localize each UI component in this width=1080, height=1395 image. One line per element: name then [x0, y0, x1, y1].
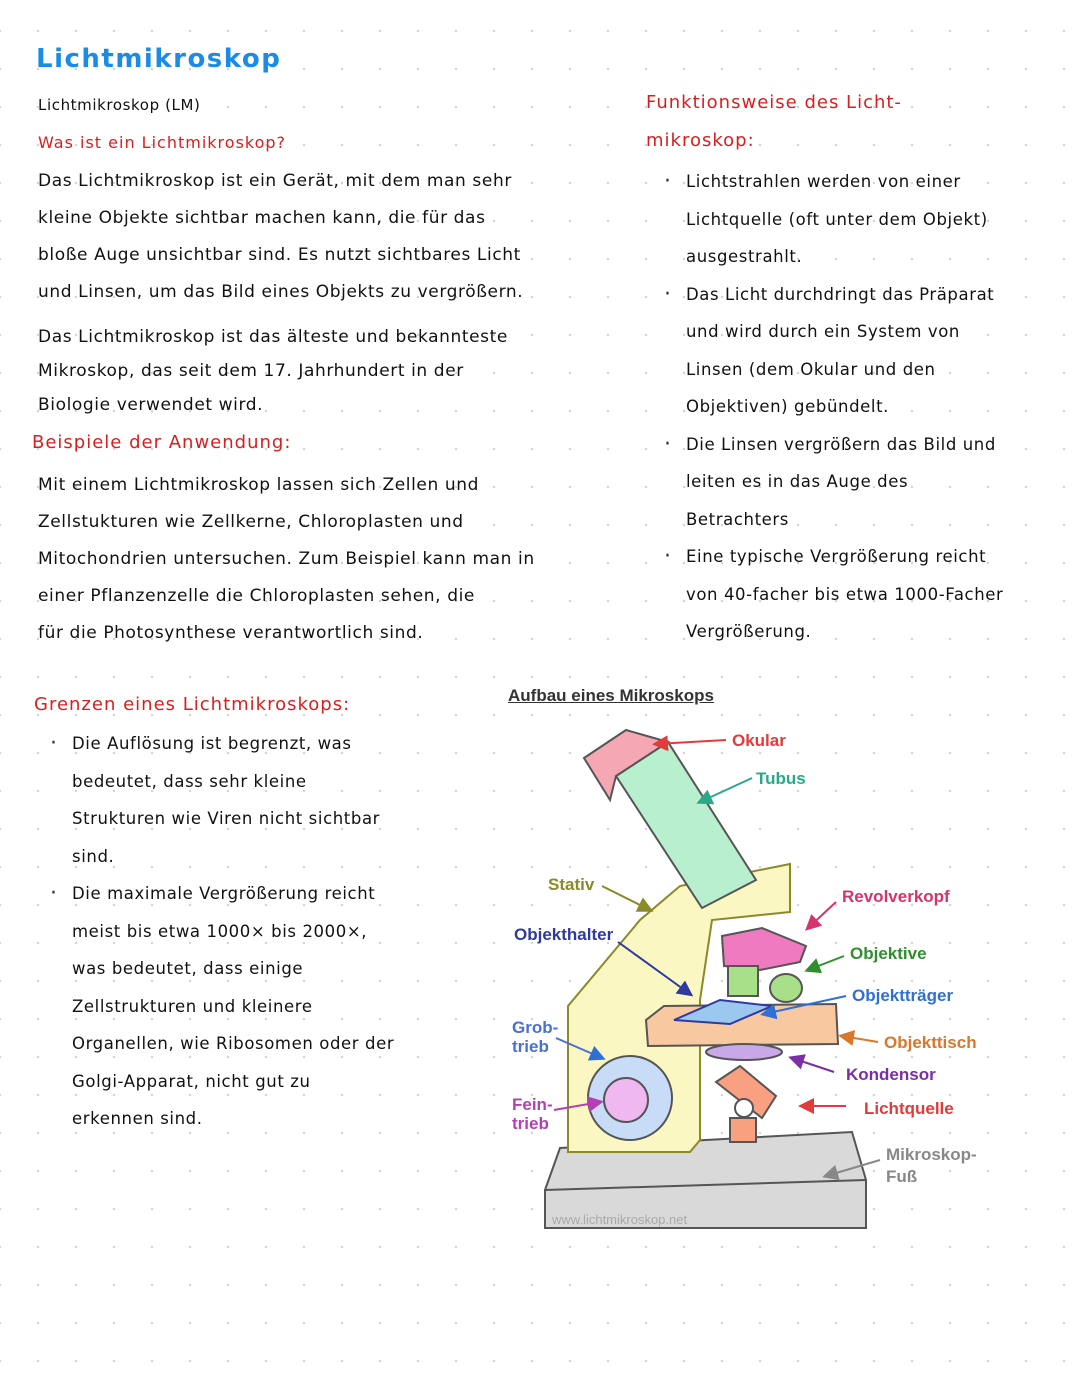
- text-line: bedeutet, dass sehr kleine: [72, 771, 307, 791]
- text-line: Zellstrukturen und kleinere: [72, 996, 313, 1016]
- okular-arrow: [652, 735, 727, 752]
- objekttraeger-arrow: [760, 995, 847, 1020]
- function-heading-line2: mikroskop:: [646, 130, 755, 151]
- label-objekttraeger: Objektträger: [852, 986, 953, 1005]
- objekthalter-arrow: [617, 941, 694, 997]
- diagram-title: Aufbau eines Mikroskops: [508, 686, 714, 705]
- function-list: Lichtstrahlen werden von einer Lichtquel…: [664, 163, 1003, 651]
- text-line: Die Linsen vergrößern das Bild und: [686, 434, 996, 454]
- text-line: und Linsen, um das Bild eines Objekts zu…: [38, 282, 524, 302]
- objekttisch-arrow: [838, 1030, 879, 1046]
- text-line: kleine Objekte sichtbar machen kann, die…: [38, 208, 486, 228]
- text-line: für die Photosynthese verantwortlich sin…: [38, 623, 424, 643]
- microscope-condenser: [705, 1043, 783, 1061]
- label-grobtrieb-2: trieb: [512, 1037, 549, 1056]
- text-line: Eine typische Vergrößerung reicht: [686, 547, 987, 566]
- history-paragraph: Das Lichtmikroskop ist das älteste und b…: [38, 320, 638, 422]
- revolverkopf-arrow: [805, 901, 837, 931]
- text-line: Biologie verwendet wird.: [38, 395, 264, 415]
- label-feintrieb-1: Fein-: [512, 1095, 553, 1114]
- text-line: Betrachters: [686, 509, 789, 529]
- stativ-arrow: [601, 885, 654, 912]
- label-objekttisch: Objekttisch: [884, 1033, 977, 1052]
- text-line: Golgi-Apparat, nicht gut zu: [72, 1071, 311, 1091]
- label-tubus: Tubus: [756, 769, 806, 788]
- label-fuss-2: Fuß: [886, 1167, 917, 1186]
- examples-heading: Beispiele der Anwendung:: [32, 432, 292, 453]
- microscope-tube: [614, 740, 758, 910]
- fuss-arrow: [822, 1159, 881, 1181]
- text-line: Mit einem Lichtmikroskop lassen sich Zel…: [38, 475, 479, 495]
- text-line: Die Auflösung ist begrenzt, was: [72, 734, 352, 753]
- text-line: Strukturen wie Viren nicht sichtbar: [72, 809, 381, 828]
- microscope-light-source: [714, 1064, 778, 1143]
- question-heading: Was ist ein Lichtmikroskop?: [38, 133, 287, 152]
- text-line: Linsen (dem Okular und den: [686, 359, 936, 379]
- page-title: Lichtmikroskop: [36, 44, 282, 74]
- text-line: leiten es in das Auge des: [686, 472, 909, 491]
- label-grobtrieb-1: Grob-: [512, 1018, 558, 1037]
- text-line: Lichtquelle (oft unter dem Objekt): [686, 209, 988, 229]
- text-line: sind.: [72, 846, 115, 866]
- grobtrieb-arrow: [555, 1037, 606, 1061]
- list-item: Eine typische Vergrößerung reicht von 40…: [664, 538, 1003, 651]
- text-line: Mikroskop, das seit dem 17. Jahrhundert …: [38, 361, 464, 381]
- microscope-objectives: [727, 965, 803, 1003]
- diagram-watermark: www.lichtmikroskop.net: [551, 1212, 687, 1227]
- text-line: Vergrößerung.: [686, 622, 812, 641]
- definition-paragraph: Das Lichtmikroskop ist ein Gerät, mit de…: [38, 163, 523, 311]
- function-heading-line1: Funktionsweise des Licht-: [646, 92, 902, 113]
- microscope-fine-knob: [603, 1077, 649, 1123]
- text-line: ausgestrahlt.: [686, 247, 803, 266]
- text-line: von 40-facher bis etwa 1000-Facher: [686, 584, 1004, 604]
- objektive-arrow: [804, 955, 845, 974]
- text-line: Die maximale Vergrößerung reicht: [72, 884, 376, 903]
- text-line: und wird durch ein System von: [686, 322, 960, 341]
- label-fuss-1: Mikroskop-: [886, 1145, 977, 1164]
- text-line: Organellen, wie Ribosomen oder der: [72, 1034, 395, 1053]
- text-line: Objektiven) gebündelt.: [686, 397, 889, 416]
- limits-list: Die Auflösung ist begrenzt, was bedeutet…: [50, 725, 394, 1138]
- text-line: Das Lichtmikroskop ist das älteste und b…: [38, 327, 508, 347]
- list-item: Die Auflösung ist begrenzt, was bedeutet…: [50, 725, 394, 875]
- label-stativ: Stativ: [548, 875, 595, 894]
- list-item: Die maximale Vergrößerung reicht meist b…: [50, 875, 394, 1138]
- microscope-foot: [544, 1130, 867, 1229]
- text-line: meist bis etwa 1000× bis 2000×,: [72, 921, 368, 941]
- list-item: Das Licht durchdringt das Präparat und w…: [664, 276, 1003, 426]
- list-item: Die Linsen vergrößern das Bild und leite…: [664, 426, 1003, 539]
- text-line: einer Pflanzenzelle die Chloroplasten se…: [38, 586, 475, 606]
- label-lichtquelle: Lichtquelle: [864, 1099, 954, 1118]
- label-okular: Okular: [732, 731, 786, 750]
- feintrieb-arrow: [553, 1096, 604, 1112]
- list-item: Lichtstrahlen werden von einer Lichtquel…: [664, 163, 1003, 276]
- microscope-diagram: Okular Tubus Stativ Revolverkopf Objekth…: [512, 728, 977, 1229]
- label-revolverkopf: Revolverkopf: [842, 887, 950, 906]
- text-line: bloße Auge unsichtbar sind. Es nutzt sic…: [38, 245, 521, 265]
- label-objektive: Objektive: [850, 944, 927, 963]
- label-kondensor: Kondensor: [846, 1065, 936, 1084]
- kondensor-arrow: [788, 1054, 835, 1073]
- microscope-revolver: [720, 926, 808, 972]
- text-line: Das Licht durchdringt das Präparat: [686, 284, 995, 304]
- label-feintrieb-2: trieb: [512, 1114, 549, 1133]
- text-line: was bedeutet, dass einige: [72, 959, 304, 978]
- text-line: Zellstukturen wie Zellkerne, Chloroplast…: [38, 512, 464, 532]
- examples-paragraph: Mit einem Lichtmikroskop lassen sich Zel…: [38, 467, 535, 652]
- tubus-arrow: [696, 777, 753, 805]
- text-line: Lichtstrahlen werden von einer: [686, 172, 961, 191]
- label-objekthalter: Objekthalter: [514, 925, 614, 944]
- limits-heading: Grenzen eines Lichtmikroskops:: [34, 694, 351, 715]
- text-line: Mitochondrien untersuchen. Zum Beispiel …: [38, 549, 535, 569]
- text-line: erkennen sind.: [72, 1109, 203, 1128]
- microscope-eyepiece: [582, 728, 671, 803]
- text-line: Das Lichtmikroskop ist ein Gerät, mit de…: [38, 171, 512, 191]
- abbreviation-note: Lichtmikroskop (LM): [38, 96, 201, 114]
